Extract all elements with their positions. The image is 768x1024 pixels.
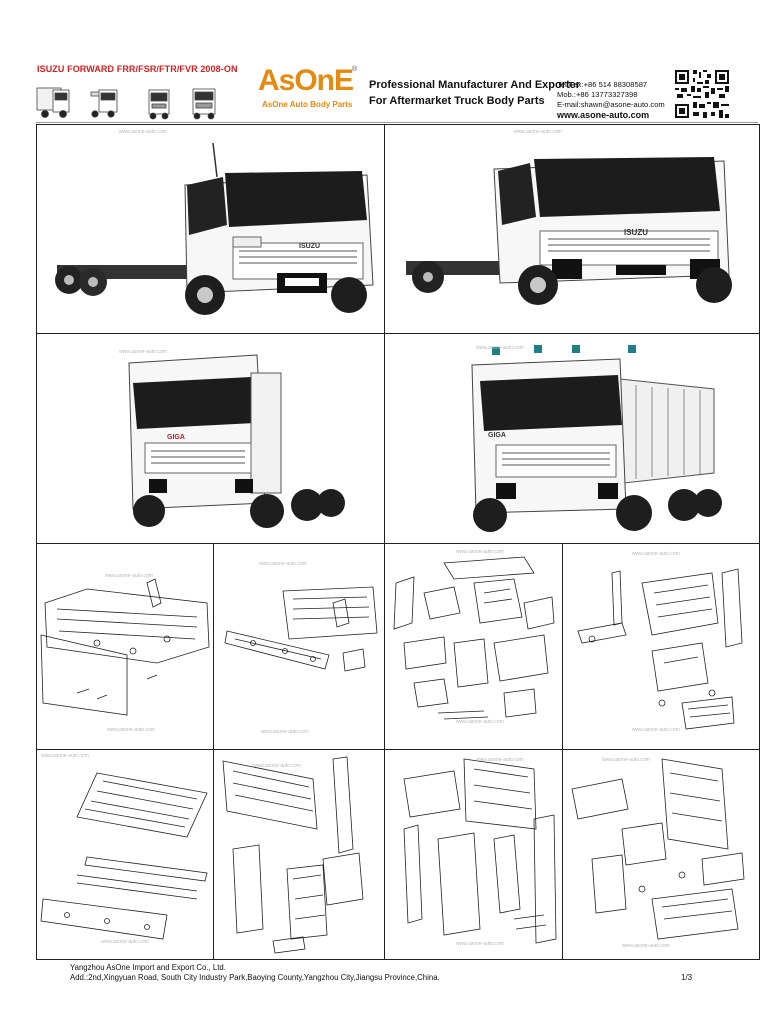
- watermark: www.asone-auto.com: [456, 941, 504, 947]
- part-diagram-cell: www.asone-auto.com www.asone-auto.com: [384, 749, 562, 959]
- asone-logo: AsOnE ® AsOne Auto Body Parts: [258, 64, 362, 112]
- watermark: www.asone-auto.com: [456, 719, 504, 725]
- truck-photo-cell: www.asone-auto.com ISUZU: [37, 125, 384, 333]
- truck-photo-cell: www.asone-auto.com GIGA: [37, 333, 384, 543]
- roof-panel-diagram-image: [40, 772, 208, 940]
- watermark: www.asone-auto.com: [476, 345, 524, 351]
- side-panel-parts-diagram-image: [403, 758, 557, 944]
- truck-lineup-image: [36, 87, 216, 120]
- grid-divider: [37, 333, 759, 334]
- logo-wordmark: AsOnE: [258, 64, 354, 97]
- watermark: www.asone-auto.com: [632, 727, 680, 733]
- footer-address: Add.:2nd,Xingyuan Road, South City Indus…: [70, 973, 440, 982]
- isuzu-chassis-cab-truck-image: ISUZU: [55, 142, 374, 315]
- watermark: www.asone-auto.com: [119, 129, 167, 135]
- watermark: www.asone-auto.com: [259, 561, 307, 567]
- rear-wall-frame-diagram-image: [571, 758, 745, 940]
- isuzu-giga-tractor-head-image: GIGA: [128, 354, 345, 528]
- isuzu-giga-dump-truck-image: GIGA: [471, 345, 722, 532]
- part-diagram-cell: www.asone-auto.com www.asone-auto.com: [213, 543, 384, 749]
- catalog-model-title: ISUZU FORWARD FRR/FSR/FTR/FVR 2008-ON: [37, 64, 238, 74]
- contact-block: Tel/Fax:+86 514 88308587 Mob.:+86 137733…: [557, 80, 665, 120]
- grid-divider: [384, 543, 385, 959]
- watermark: www.asone-auto.com: [101, 939, 149, 945]
- watermark: www.asone-auto.com: [261, 729, 309, 735]
- badge-isuzu: ISUZU: [299, 243, 320, 250]
- grid-divider: [37, 749, 759, 750]
- watermark: www.asone-auto.com: [632, 551, 680, 557]
- watermark: www.asone-auto.com: [253, 763, 301, 769]
- watermark: www.asone-auto.com: [602, 757, 650, 763]
- part-diagram-cell: www.asone-auto.com www.asone-auto.com: [562, 749, 759, 959]
- website-link[interactable]: www.asone-auto.com: [557, 110, 650, 120]
- truck-photo-cell: www.asone-auto.com GIGA: [384, 333, 759, 543]
- grid-divider: [384, 125, 385, 543]
- cab-floor-parts-diagram-image: [393, 556, 555, 720]
- watermark: www.asone-auto.com: [119, 349, 167, 355]
- dashboard-frame-diagram-image: [224, 586, 378, 672]
- catalog-grid: www.asone-auto.com ISUZU www.asone-auto.…: [36, 124, 760, 960]
- watermark: www.asone-auto.com: [476, 757, 524, 763]
- badge-giga: GIGA: [167, 434, 185, 441]
- tagline-line-1: Professional Manufacturer And Exporter: [369, 79, 581, 91]
- watermark: www.asone-auto.com: [105, 573, 153, 579]
- qr-code-icon: [673, 68, 731, 120]
- watermark: www.asone-auto.com: [456, 549, 504, 555]
- grid-divider: [37, 543, 759, 544]
- svg-text:ISUZU: ISUZU: [624, 228, 648, 237]
- tel-fax: Tel/Fax:+86 514 88308587: [557, 80, 648, 89]
- door-step-parts-diagram-image: [577, 568, 743, 730]
- footer-company: Yangzhou AsOne Import and Export Co., Lt…: [70, 963, 226, 972]
- rear-panel-pillar-diagram-image: [222, 756, 364, 954]
- watermark: www.asone-auto.com: [41, 753, 89, 759]
- part-diagram-cell: www.asone-auto.com: [213, 749, 384, 959]
- part-diagram-cell: www.asone-auto.com www.asone-auto.com: [37, 543, 213, 749]
- logo-subtitle: AsOne Auto Body Parts: [262, 100, 353, 109]
- grid-divider: [213, 543, 214, 959]
- email: E-mail:shawn@asone-auto.com: [557, 100, 665, 109]
- part-diagram-cell: www.asone-auto.com www.asone-auto.com: [562, 543, 759, 749]
- registered-mark: ®: [352, 66, 358, 73]
- grid-divider: [562, 543, 563, 959]
- part-diagram-cell: www.asone-auto.com www.asone-auto.com: [37, 749, 213, 959]
- watermark: www.asone-auto.com: [514, 129, 562, 135]
- watermark: www.asone-auto.com: [107, 727, 155, 733]
- tagline-line-2: For Aftermarket Truck Body Parts: [369, 95, 545, 107]
- isuzu-chassis-cab-truck-front-image: ISUZU: [406, 157, 732, 305]
- front-panel-diagram-image: [40, 578, 210, 716]
- svg-text:GIGA: GIGA: [488, 432, 506, 439]
- watermark: www.asone-auto.com: [622, 943, 670, 949]
- header-rule: [36, 122, 758, 123]
- truck-photo-cell: www.asone-auto.com ISUZU: [384, 125, 759, 333]
- part-diagram-cell: www.asone-auto.com www.asone-auto.com: [384, 543, 562, 749]
- mobile: Mob.:+86 13773327398: [557, 90, 638, 99]
- page-number: 1/3: [681, 973, 693, 982]
